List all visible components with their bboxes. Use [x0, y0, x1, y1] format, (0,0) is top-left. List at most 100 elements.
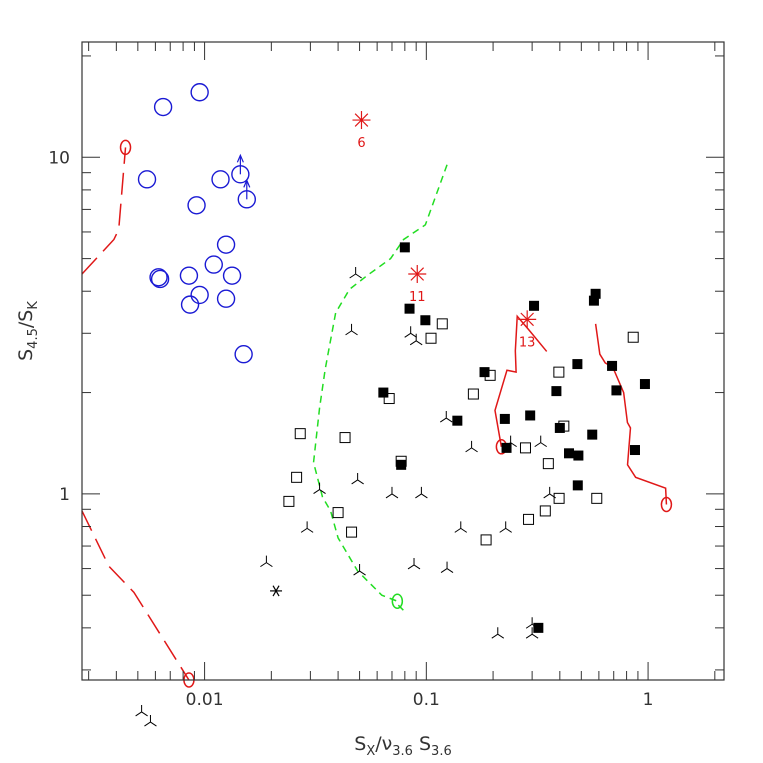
three-pointed-point: [415, 486, 428, 499]
three-pointed-point: [543, 486, 556, 499]
open-square-point: [339, 432, 351, 444]
three-pointed-point: [525, 617, 539, 629]
filled-square-point: [399, 242, 410, 253]
open-square-point: [294, 428, 306, 440]
open-circle-point: [234, 345, 253, 364]
three-pointed-point: [144, 715, 157, 727]
three-pointed-point: [345, 323, 358, 336]
open-circle-point: [211, 170, 230, 189]
three-pointed-point: [404, 326, 417, 338]
open-square-point: [519, 442, 531, 454]
three-pointed-point: [353, 564, 366, 576]
open-square-point: [467, 388, 479, 400]
open-square-point: [425, 332, 437, 344]
open-square-point: [627, 331, 639, 343]
star-point-label: 13: [519, 335, 536, 350]
filled-square-point: [564, 448, 575, 459]
filled-square-point: [529, 300, 540, 311]
filled-square-point: [396, 459, 407, 470]
three-pointed-point: [504, 435, 517, 448]
three-pointed-point: [407, 557, 421, 570]
x-tick-label: 0.1: [413, 690, 440, 710]
open-circle-point: [204, 255, 223, 274]
filled-square-point: [501, 442, 512, 453]
filled-square-point: [611, 385, 622, 396]
three-pointed-point: [300, 521, 314, 533]
limit-arrow-head: [243, 178, 251, 188]
model-curve: [312, 164, 448, 602]
plot-frame: [81, 41, 725, 681]
three-pointed-point: [409, 333, 423, 346]
open-square-point: [383, 393, 395, 405]
model-curve: [594, 323, 668, 505]
open-square-point: [395, 455, 407, 467]
filled-square-point: [588, 295, 599, 306]
star-point-label: 11: [409, 290, 426, 305]
three-pointed-point: [349, 267, 362, 279]
curve-end-marker: [119, 139, 132, 156]
open-square-point: [539, 505, 551, 517]
three-pointed-point: [313, 482, 326, 494]
open-circle-point: [216, 289, 236, 308]
three-pointed-point: [525, 627, 539, 639]
y-tick-label: 10: [48, 148, 70, 168]
open-square-point: [558, 420, 570, 432]
x-tick-label: 1: [643, 690, 654, 710]
open-square-point: [523, 513, 535, 525]
open-square-point: [436, 318, 448, 330]
three-pointed-point: [440, 561, 454, 573]
filled-square-point: [607, 360, 618, 371]
three-pointed-point: [260, 555, 273, 568]
open-square-point: [346, 526, 358, 538]
open-square-point: [291, 471, 303, 483]
open-circle-point: [153, 97, 173, 117]
filled-square-point: [479, 367, 490, 378]
x-axis-title: SX/ν3.6 S3.6: [354, 733, 451, 759]
model-curve: [81, 147, 127, 275]
open-square-point: [553, 366, 565, 378]
three-pointed-point: [534, 435, 547, 448]
filled-square-point: [551, 386, 562, 397]
x-tick-label: 0.01: [186, 690, 224, 710]
red-star-point: [410, 267, 425, 281]
open-circle-point: [137, 170, 157, 189]
open-circle-point: [150, 269, 170, 289]
red-star-point: [354, 113, 369, 127]
filled-square-point: [629, 445, 640, 456]
curve-end-marker: [660, 496, 673, 513]
filled-square-point: [572, 359, 583, 370]
three-pointed-point: [135, 704, 148, 717]
open-square-point: [283, 495, 295, 507]
three-pointed-point: [499, 521, 512, 533]
filled-square-point: [404, 303, 415, 314]
filled-square-point: [573, 450, 584, 461]
open-circle-point: [222, 266, 242, 285]
curve-end-marker-tail: [397, 604, 404, 611]
open-circle-point: [187, 196, 206, 215]
limit-arrow-head: [236, 153, 244, 163]
red-star-point: [520, 312, 534, 327]
open-square-point: [553, 492, 565, 504]
filled-square-point: [639, 379, 650, 390]
three-pointed-point: [439, 411, 453, 423]
three-pointed-point: [491, 627, 505, 639]
filled-square-point: [499, 413, 510, 424]
filled-square-point: [572, 480, 583, 491]
filled-square-point: [590, 288, 601, 299]
filled-square-point: [420, 315, 431, 326]
three-pointed-point: [385, 486, 399, 499]
y-tick-label: 1: [59, 485, 70, 505]
open-circle-point: [149, 268, 168, 287]
open-circle-point: [180, 295, 200, 314]
filled-square-point: [452, 415, 463, 426]
open-square-point: [480, 534, 492, 546]
filled-square-point: [525, 410, 536, 421]
filled-square-point: [587, 429, 598, 440]
star-point-label: 6: [357, 136, 365, 151]
open-square-point: [332, 507, 344, 519]
y-axis-title: S4.5/SK: [15, 301, 41, 361]
open-square-point: [542, 458, 554, 470]
open-square-point: [484, 369, 496, 381]
